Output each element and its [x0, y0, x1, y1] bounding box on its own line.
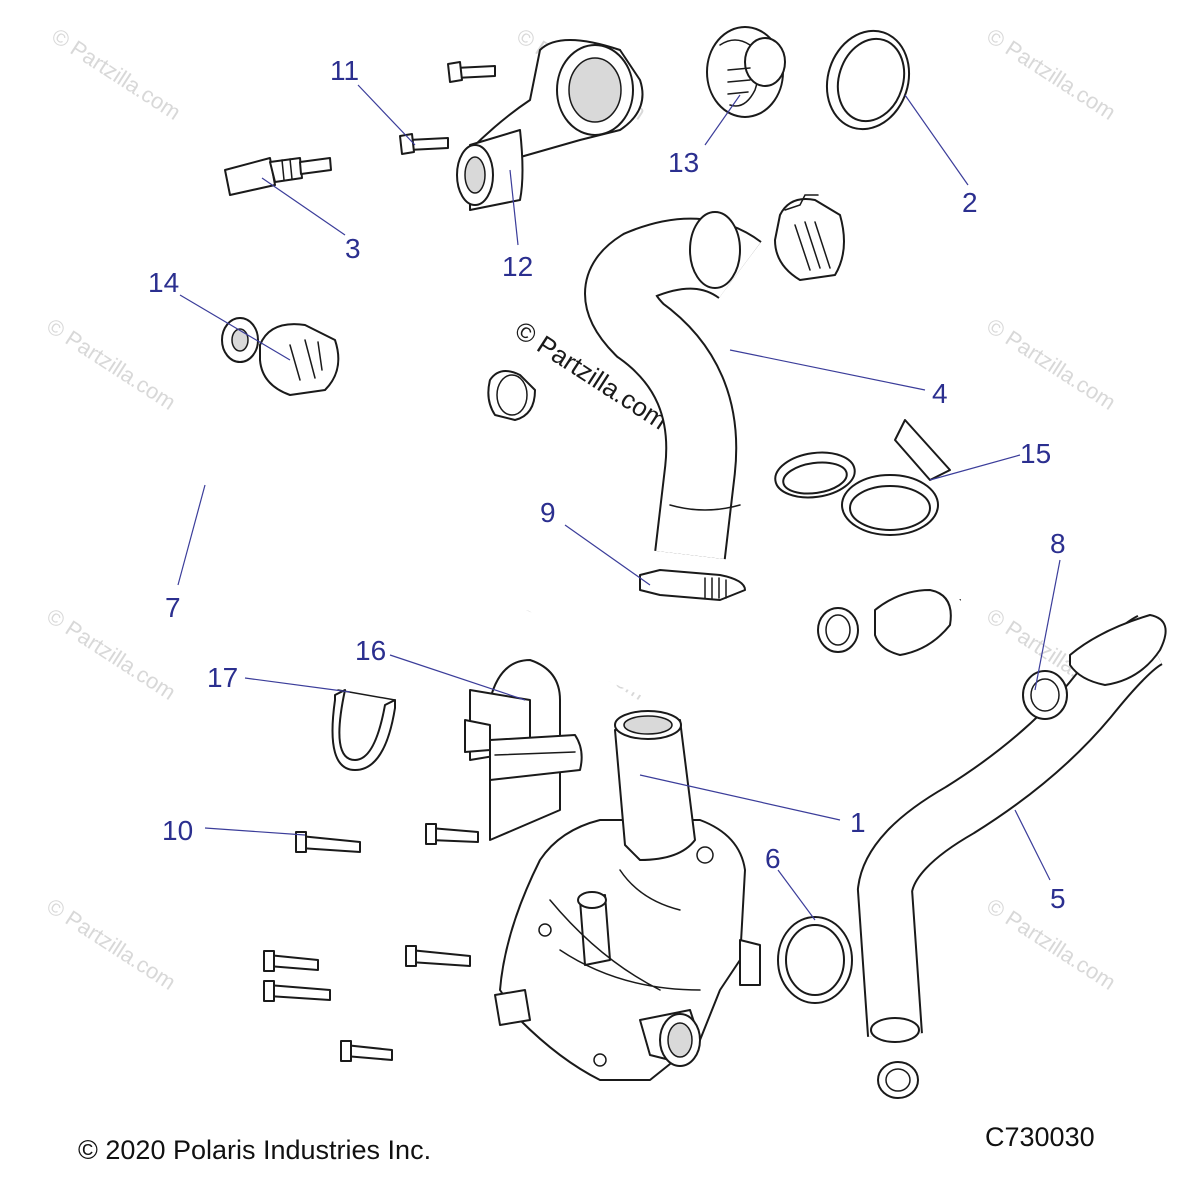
hose-7	[165, 317, 972, 753]
leader-17	[244, 677, 351, 693]
callout-7: 7	[165, 592, 181, 623]
leader-10	[204, 827, 306, 836]
spring-clamp	[487, 370, 536, 421]
callout-11: 11	[330, 55, 359, 86]
thermostat-13	[706, 26, 786, 118]
sensor-3	[224, 157, 332, 196]
leader-3	[261, 177, 346, 236]
leader-4	[729, 349, 926, 391]
callout-10: 10	[162, 815, 193, 846]
drawing-code: C730030	[985, 1122, 1095, 1152]
callout-6: 6	[765, 843, 781, 874]
seal-ring-2	[825, 29, 911, 131]
callout-14: 14	[148, 267, 179, 298]
leader-13	[704, 94, 741, 146]
callout-1: 1	[850, 807, 866, 838]
copyright-text: © 2020 Polaris Industries Inc.	[78, 1135, 432, 1165]
leader-2	[904, 94, 969, 186]
boot-16	[464, 659, 583, 841]
leader-1	[639, 774, 841, 821]
watermark: © Partzilla.com	[42, 603, 180, 705]
thermostat-housing-12	[456, 39, 644, 211]
leader-9	[564, 524, 651, 586]
watermark: © Partzilla.com	[47, 23, 185, 125]
clamp-14	[259, 323, 340, 396]
callout-5: 5	[1050, 883, 1066, 914]
clamp-hose-4-top	[774, 194, 845, 281]
leader-5	[1014, 809, 1051, 881]
leader-6	[777, 869, 816, 921]
callout-12: 12	[502, 251, 533, 282]
hose-5	[856, 614, 1167, 1043]
watermark: © Partzilla.com	[982, 23, 1120, 125]
bolts-10	[263, 823, 479, 1062]
callout-13: 13	[668, 147, 699, 178]
callout-4: 4	[932, 378, 948, 409]
leader-11	[357, 84, 416, 146]
callout-8: 8	[1050, 528, 1066, 559]
clamp-15	[774, 419, 951, 536]
leader-12	[509, 169, 519, 246]
callout-16: 16	[355, 635, 386, 666]
callout-9: 9	[540, 497, 556, 528]
leader-15	[929, 454, 1021, 481]
clamp-hose-5-bottom	[877, 1061, 919, 1099]
watermark: © Partzilla.com	[42, 893, 180, 995]
callout-15: 15	[1020, 438, 1051, 469]
callouts: 11 12 13 2 3 14 4 15 9 7 8 16 17 1 10 6 …	[148, 55, 1066, 914]
leader-lines	[177, 84, 1061, 921]
water-pump-1	[494, 710, 761, 1081]
hose-4	[584, 211, 762, 560]
leader-14	[179, 294, 291, 361]
worm-clamp-9	[639, 569, 746, 601]
watermark: © Partzilla.com	[42, 313, 180, 415]
tie-strap-17	[331, 689, 396, 771]
watermark: © Partzilla.com	[982, 313, 1120, 415]
leader-7	[177, 484, 206, 586]
callout-17: 17	[207, 662, 238, 693]
bolt-11	[399, 61, 496, 155]
o-ring-6	[777, 916, 853, 1004]
leader-16	[389, 654, 526, 701]
callout-2: 2	[962, 187, 978, 218]
clamp-8	[817, 607, 1068, 720]
leader-8	[1034, 559, 1061, 691]
callout-3: 3	[345, 233, 361, 264]
